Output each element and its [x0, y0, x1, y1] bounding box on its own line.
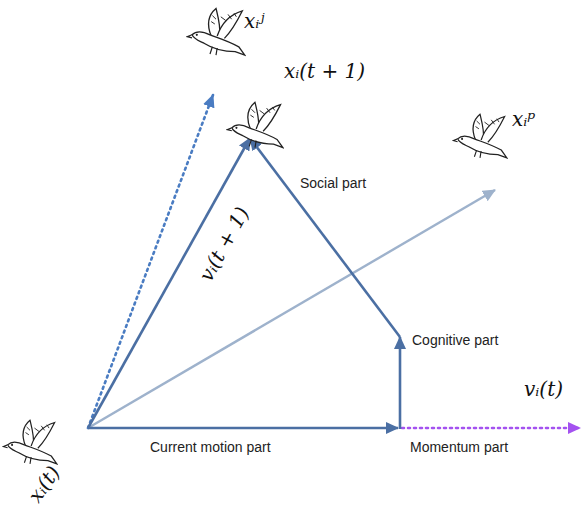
bird-icon [453, 114, 507, 158]
velocity-label: vᵢ(t) [524, 378, 563, 400]
personal-best-arrow [88, 190, 495, 428]
bird-icon [187, 8, 245, 55]
social-arrow [250, 138, 400, 337]
current-motion-arrow [88, 427, 398, 430]
velocity-arrow [88, 138, 250, 428]
component-label: Cognitive part [412, 333, 498, 348]
neighbour-best-arrow [88, 95, 213, 428]
bird-icon [227, 102, 283, 147]
bird-icon [3, 420, 57, 464]
component-label: Social part [300, 176, 366, 191]
cognitive-arrow [399, 337, 402, 429]
position-label: xᵢᵖ [512, 108, 535, 130]
component-label: Momentum part [410, 440, 508, 455]
position-label: xᵢʲ [244, 10, 265, 32]
position-label: xᵢ(t) [24, 462, 64, 507]
position-label: xᵢ(t + 1) [284, 60, 365, 82]
velocity-label: vᵢ(t + 1) [195, 203, 254, 285]
component-label: Current motion part [150, 440, 271, 455]
momentum-arrow [402, 427, 580, 430]
